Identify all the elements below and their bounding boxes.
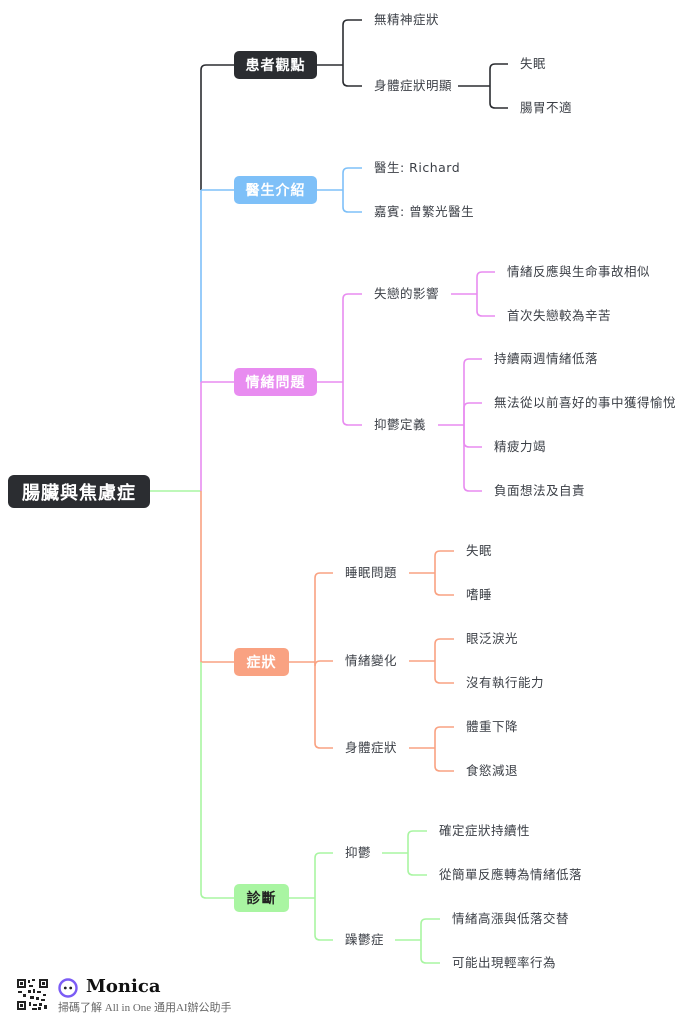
- b3-link: [314, 660, 333, 667]
- leaf-exhaustion[interactable]: 精疲力竭: [494, 439, 547, 454]
- root-node[interactable]: 腸臟與焦慮症: [8, 475, 150, 508]
- leaf-first-breakup[interactable]: 首次失戀較為辛苦: [507, 308, 612, 323]
- branch-doctor-intro[interactable]: 醫生介紹: [234, 176, 317, 204]
- b2-link: [342, 293, 362, 382]
- b2-link: [342, 382, 362, 426]
- b4-1-link: [420, 940, 440, 964]
- leaf-tearful[interactable]: 眼泛淚光: [466, 631, 519, 646]
- leaf-two-weeks-low-mood[interactable]: 持續兩週情緒低落: [494, 351, 599, 366]
- leaf-negative-thoughts[interactable]: 負面想法及自責: [494, 483, 586, 498]
- leaf-confirm-persistence[interactable]: 確定症狀持續性: [439, 823, 531, 838]
- b3-link: [314, 662, 333, 749]
- topic-sleep-problems[interactable]: 睡眠問題: [345, 565, 398, 580]
- topic-mood-changes[interactable]: 情緒變化: [345, 653, 398, 668]
- b3-1-link: [434, 638, 454, 661]
- b2-1-link: [463, 402, 482, 425]
- branch-symptoms[interactable]: 症狀: [234, 648, 289, 676]
- leaf-insomnia[interactable]: 失眠: [520, 56, 547, 71]
- b1-link: [342, 167, 362, 190]
- topic-physical-symptoms-obvious[interactable]: 身體症狀明顯: [374, 78, 453, 93]
- brand-name: Monica: [86, 976, 161, 997]
- b2-0-link: [476, 294, 495, 317]
- leaf-mood-alternation[interactable]: 情緒高漲與低落交替: [452, 911, 570, 926]
- monica-logo-icon: [58, 978, 78, 998]
- b4-link: [314, 852, 333, 898]
- topic-no-mental-symptoms[interactable]: 無精神症狀: [374, 12, 440, 27]
- topic-depression-definition[interactable]: 抑鬱定義: [374, 417, 427, 432]
- branch-emotional-issues[interactable]: 情緒問題: [234, 368, 317, 396]
- b4-1-link: [420, 918, 440, 940]
- branch-patient-view[interactable]: 患者觀點: [234, 51, 317, 79]
- leaf-insomnia[interactable]: 失眠: [466, 543, 493, 558]
- branch-diagnosis[interactable]: 診斷: [234, 884, 289, 912]
- leaf-appetite-loss[interactable]: 食慾減退: [466, 763, 519, 778]
- topic-physical-symptoms[interactable]: 身體症狀: [345, 740, 398, 755]
- leaf-hypersomnia[interactable]: 嗜睡: [466, 587, 493, 602]
- b4-0-link: [407, 830, 427, 853]
- b3-0-link: [434, 550, 454, 573]
- qr-code-icon: [16, 978, 49, 1011]
- b3-1-link: [434, 661, 454, 684]
- leaf-no-executive-function[interactable]: 沒有執行能力: [466, 675, 545, 690]
- b4-0-link: [407, 853, 427, 876]
- b3-link: [314, 572, 333, 662]
- leaf-emotional-reaction[interactable]: 情緒反應與生命事故相似: [507, 264, 651, 279]
- leaf-simple-to-low-mood[interactable]: 從簡單反應轉為情緒低落: [439, 867, 583, 882]
- leaf-anhedonia[interactable]: 無法從以前喜好的事中獲得愉悅: [494, 395, 677, 410]
- b4-link: [314, 898, 333, 941]
- b2-1-link: [463, 425, 482, 492]
- trunk-symptom: [200, 491, 234, 663]
- topic-breakup-impact[interactable]: 失戀的影響: [374, 286, 440, 301]
- b0-link: [342, 19, 362, 65]
- b2-1-link: [463, 425, 482, 448]
- b1-link: [342, 190, 362, 213]
- leaf-weight-loss[interactable]: 體重下降: [466, 719, 519, 734]
- b0-1-link: [489, 63, 508, 86]
- topic-doctor-name[interactable]: 醫生: Richard: [374, 160, 461, 175]
- trunk-patient: [200, 64, 234, 190]
- b0-link: [342, 65, 362, 87]
- trunk-diagnosis: [200, 662, 234, 899]
- b2-1-link: [463, 358, 482, 425]
- b0-1-link: [489, 86, 508, 109]
- topic-bipolar[interactable]: 躁鬱症: [345, 932, 385, 947]
- b3-0-link: [434, 573, 454, 596]
- b3-2-link: [434, 748, 454, 772]
- leaf-impulsive-behavior[interactable]: 可能出現輕率行為: [452, 955, 557, 970]
- leaf-gi-discomfort[interactable]: 腸胃不適: [520, 100, 573, 115]
- brand-tagline: 掃碼了解 All in One 通用AI辦公助手: [58, 1002, 232, 1014]
- b2-0-link: [476, 271, 495, 294]
- topic-depression[interactable]: 抑鬱: [345, 845, 372, 860]
- b3-2-link: [434, 726, 454, 748]
- topic-guest-name[interactable]: 嘉賓: 曾繁光醫生: [374, 204, 475, 219]
